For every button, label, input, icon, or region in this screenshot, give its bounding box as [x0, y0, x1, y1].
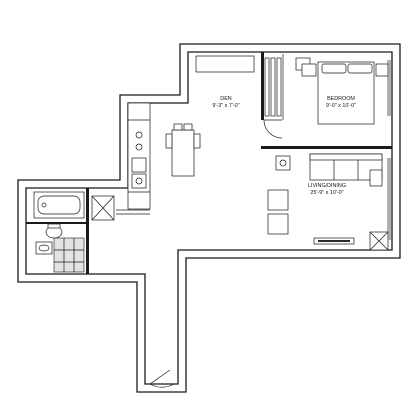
den-label: DEN 9'-3" x 7'-0" — [212, 96, 239, 109]
bedroom-name: BEDROOM — [327, 96, 355, 102]
bathroom — [26, 188, 89, 274]
bed — [301, 61, 389, 125]
living-name: LIVING/DINING — [308, 183, 346, 189]
kitchen-counter — [127, 102, 151, 210]
entry-door — [149, 369, 175, 388]
living-label: LIVING/DINING 25'-9" x 10'-0" — [308, 183, 346, 196]
living-furniture — [267, 153, 389, 251]
living-size: 25'-9" x 10'-0" — [310, 190, 343, 196]
kitchen-island — [165, 123, 201, 177]
laundry-closet — [91, 195, 150, 221]
den-name: DEN — [220, 96, 231, 102]
bedroom-label: BEDROOM 9'-0" x 10'-0" — [326, 96, 356, 109]
bedroom-size: 9'-0" x 10'-0" — [326, 103, 356, 109]
den-size: 9'-3" x 7'-0" — [212, 103, 239, 109]
bedroom-partition — [261, 52, 392, 149]
